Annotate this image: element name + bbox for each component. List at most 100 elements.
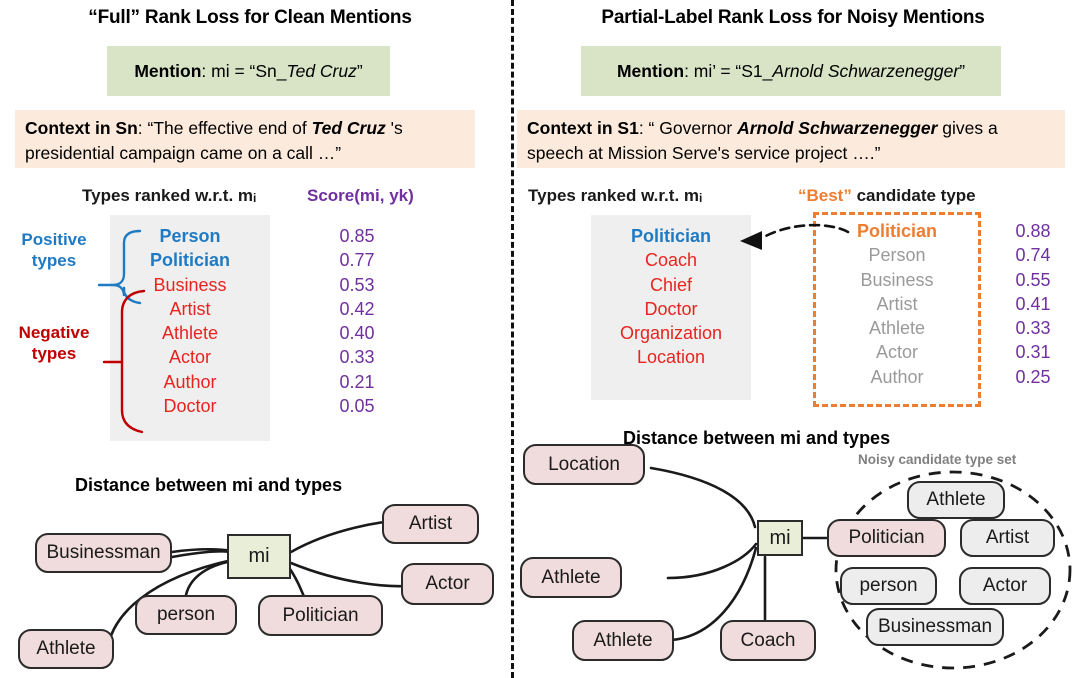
type-row: Doctor — [644, 298, 698, 319]
score-row: 0.42 — [339, 298, 375, 319]
right-mention-label: Mention — [616, 60, 685, 81]
best-header-quoted: “Best” — [798, 186, 852, 205]
node-athlete2-right[interactable]: Athlete — [572, 620, 674, 661]
best-candidate-box — [813, 212, 981, 407]
right-panel: Partial-Label Rank Loss for Noisy Mentio… — [513, 0, 1080, 678]
right-types-header: Types ranked w.r.t. mi — [528, 186, 702, 206]
negative-label-line2: types — [31, 344, 77, 363]
type-row: Location — [636, 347, 706, 368]
node-actor-candidate[interactable]: Actor — [959, 567, 1051, 605]
score-row: 0.33 — [339, 347, 375, 368]
node-athlete1-right[interactable]: Athlete — [520, 557, 622, 598]
right-context-pre: : “ Governor — [638, 118, 738, 138]
score-row: 0.05 — [339, 396, 375, 417]
right-types-header-text: Types ranked w.r.t. m — [528, 186, 700, 205]
node-artist-left[interactable]: Artist — [382, 504, 479, 544]
positive-label-line2: types — [31, 251, 77, 270]
type-row: Organization — [619, 323, 723, 344]
type-row: Politician — [856, 221, 937, 241]
node-athlete-left[interactable]: Athlete — [18, 629, 114, 669]
type-row: Business — [860, 269, 934, 290]
type-row: Actor — [168, 347, 211, 368]
score-row: 0.31 — [1015, 342, 1051, 363]
positive-label-line1: Positive — [21, 230, 87, 249]
right-context-mention: Arnold Schwarzenegger — [737, 118, 938, 138]
node-mi-right[interactable]: mi — [757, 520, 803, 556]
node-coach-right[interactable]: Coach — [720, 620, 816, 661]
left-context-mention: Ted Cruz — [311, 118, 386, 138]
type-row: Athlete — [161, 323, 219, 344]
score-row: 0.33 — [1015, 318, 1051, 339]
right-panel-title: Partial-Label Rank Loss for Noisy Mentio… — [601, 7, 985, 28]
score-row: 0.55 — [1015, 269, 1051, 290]
type-row: Politician — [630, 226, 711, 246]
score-row: 0.53 — [339, 274, 375, 295]
right-context-label: Context in S1 — [527, 118, 639, 138]
noisy-set-caption: Noisy candidate type set — [858, 452, 1017, 467]
type-row: Person — [868, 245, 926, 266]
node-businessman-left[interactable]: Businessman — [35, 533, 172, 573]
node-artist-candidate[interactable]: Artist — [960, 519, 1055, 557]
left-mention-text: Mention: mi = “Sn_Ted Cruz” — [134, 61, 362, 82]
right-context-post: gives a speech at Mission Serve's servic… — [527, 118, 998, 163]
left-mention-box: Mention: mi = “Sn_Ted Cruz” — [107, 46, 390, 96]
left-types-header-text: Types ranked w.r.t. m — [82, 186, 254, 205]
right-mention-text: Mention: mi’ = “S1_Arnold Schwarzenegger… — [617, 61, 965, 82]
type-row: Doctor — [163, 396, 217, 417]
right-types-header-sub: i — [699, 191, 703, 205]
type-row: Artist — [169, 298, 211, 319]
node-actor-left[interactable]: Actor — [401, 563, 494, 605]
left-positive-bracket-label: Positive types — [10, 229, 98, 271]
left-types-header-sub: i — [253, 191, 257, 205]
left-panel-title: “Full” Rank Loss for Clean Mentions — [88, 7, 412, 28]
node-location-right[interactable]: Location — [523, 444, 645, 485]
left-mention-label: Mention — [134, 60, 202, 81]
node-person-candidate[interactable]: person — [840, 567, 937, 605]
score-row: 0.21 — [339, 371, 375, 392]
type-row: Actor — [875, 342, 918, 363]
right-mention-rest: : mi’ = “S1_ — [684, 60, 773, 81]
left-context-label: Context in Sn — [25, 118, 138, 138]
left-mention-italic: Ted Cruz — [286, 60, 357, 81]
score-row: 0.41 — [1015, 293, 1051, 314]
score-row: 0.77 — [339, 250, 375, 271]
left-types-header: Types ranked w.r.t. mi — [82, 186, 256, 206]
node-person-left[interactable]: person — [135, 595, 237, 635]
right-mention-box: Mention: mi’ = “S1_Arnold Schwarzenegger… — [581, 46, 1001, 96]
score-row: 0.85 — [339, 226, 375, 246]
right-mention-close: ” — [959, 60, 966, 81]
type-row: Business — [153, 274, 227, 295]
node-businessman-candidate[interactable]: Businessman — [866, 608, 1004, 646]
type-row: Politician — [149, 250, 230, 271]
score-row: 0.88 — [1015, 221, 1051, 241]
best-header-rest: candidate type — [851, 186, 976, 205]
right-best-header: “Best” candidate type — [798, 186, 976, 206]
negative-label-line1: Negative — [18, 323, 90, 342]
panel-divider — [511, 0, 514, 678]
left-mention-close: ” — [356, 60, 363, 81]
type-row: Artist — [876, 293, 918, 314]
node-politician-left[interactable]: Politician — [258, 595, 383, 636]
type-row: Person — [159, 226, 221, 246]
right-graph-caption: Distance between mi and types — [623, 428, 891, 448]
type-row: Author — [870, 366, 924, 387]
left-context-box: Context in Sn: “The effective end of Ted… — [15, 110, 475, 168]
type-row: Coach — [644, 250, 698, 271]
left-score-header: Score(mi, yk) — [307, 186, 414, 205]
left-graph-caption: Distance between mi and types — [75, 475, 343, 495]
right-context-box: Context in S1: “ Governor Arnold Schwarz… — [517, 110, 1065, 168]
right-typelist-background — [591, 215, 751, 400]
left-context-pre: : “The effective end of — [137, 118, 312, 138]
type-row: Athlete — [868, 318, 926, 339]
node-mi-left[interactable]: mi — [227, 534, 291, 579]
node-politician-candidate[interactable]: Politician — [827, 519, 946, 557]
score-row: 0.25 — [1015, 366, 1051, 387]
type-row: Author — [163, 371, 217, 392]
type-row: Chief — [649, 274, 693, 295]
score-row: 0.74 — [1015, 245, 1051, 266]
node-athlete-candidate[interactable]: Athlete — [907, 481, 1005, 519]
